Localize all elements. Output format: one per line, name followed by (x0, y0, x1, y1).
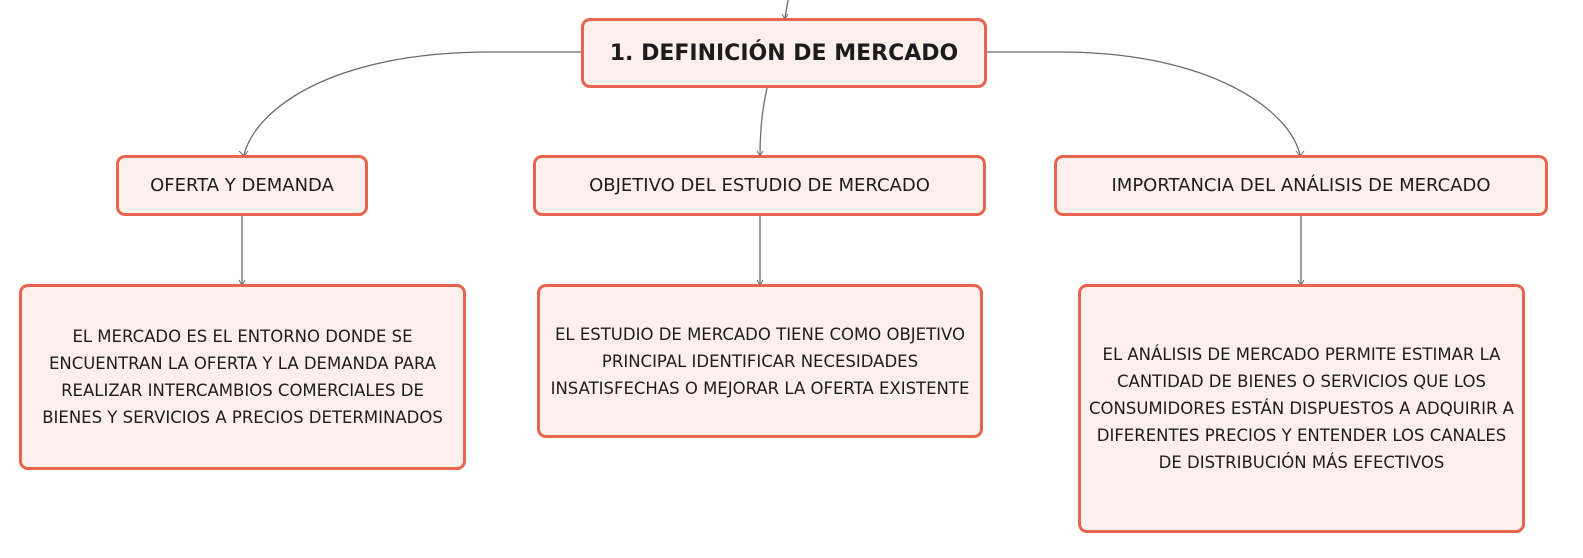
detail-text: EL ESTUDIO DE MERCADO TIENE COMO OBJETIV… (550, 324, 970, 398)
detail-node-objetivo-estudio[interactable]: EL ESTUDIO DE MERCADO TIENE COMO OBJETIV… (537, 284, 983, 438)
branch-label: OFERTA Y DEMANDA (150, 175, 334, 196)
root-topic-node[interactable]: 1. DEFINICIÓN DE MERCADO (581, 18, 987, 88)
connector-root-to-objetivo (759, 87, 768, 156)
detail-node-importancia-analisis[interactable]: EL ANÁLISIS DE MERCADO PERMITE ESTIMAR L… (1078, 284, 1525, 533)
connector-root-to-oferta (243, 51, 581, 156)
branch-node-importancia-analisis[interactable]: IMPORTANCIA DEL ANÁLISIS DE MERCADO (1054, 155, 1548, 216)
root-topic-label: 1. DEFINICIÓN DE MERCADO (609, 40, 959, 66)
detail-text: EL ANÁLISIS DE MERCADO PERMITE ESTIMAR L… (1089, 345, 1514, 472)
detail-node-oferta-y-demanda[interactable]: EL MERCADO ES EL ENTORNO DONDE SE ENCUEN… (19, 284, 466, 470)
branch-label: OBJETIVO DEL ESTUDIO DE MERCADO (589, 175, 930, 196)
detail-text: EL MERCADO ES EL ENTORNO DONDE SE ENCUEN… (42, 327, 443, 427)
connector-root-to-importancia (987, 51, 1301, 156)
branch-node-objetivo-estudio[interactable]: OBJETIVO DEL ESTUDIO DE MERCADO (533, 155, 986, 216)
branch-node-oferta-y-demanda[interactable]: OFERTA Y DEMANDA (116, 155, 368, 216)
branch-label: IMPORTANCIA DEL ANÁLISIS DE MERCADO (1111, 175, 1491, 196)
connector-parent-to-root (784, 0, 789, 19)
